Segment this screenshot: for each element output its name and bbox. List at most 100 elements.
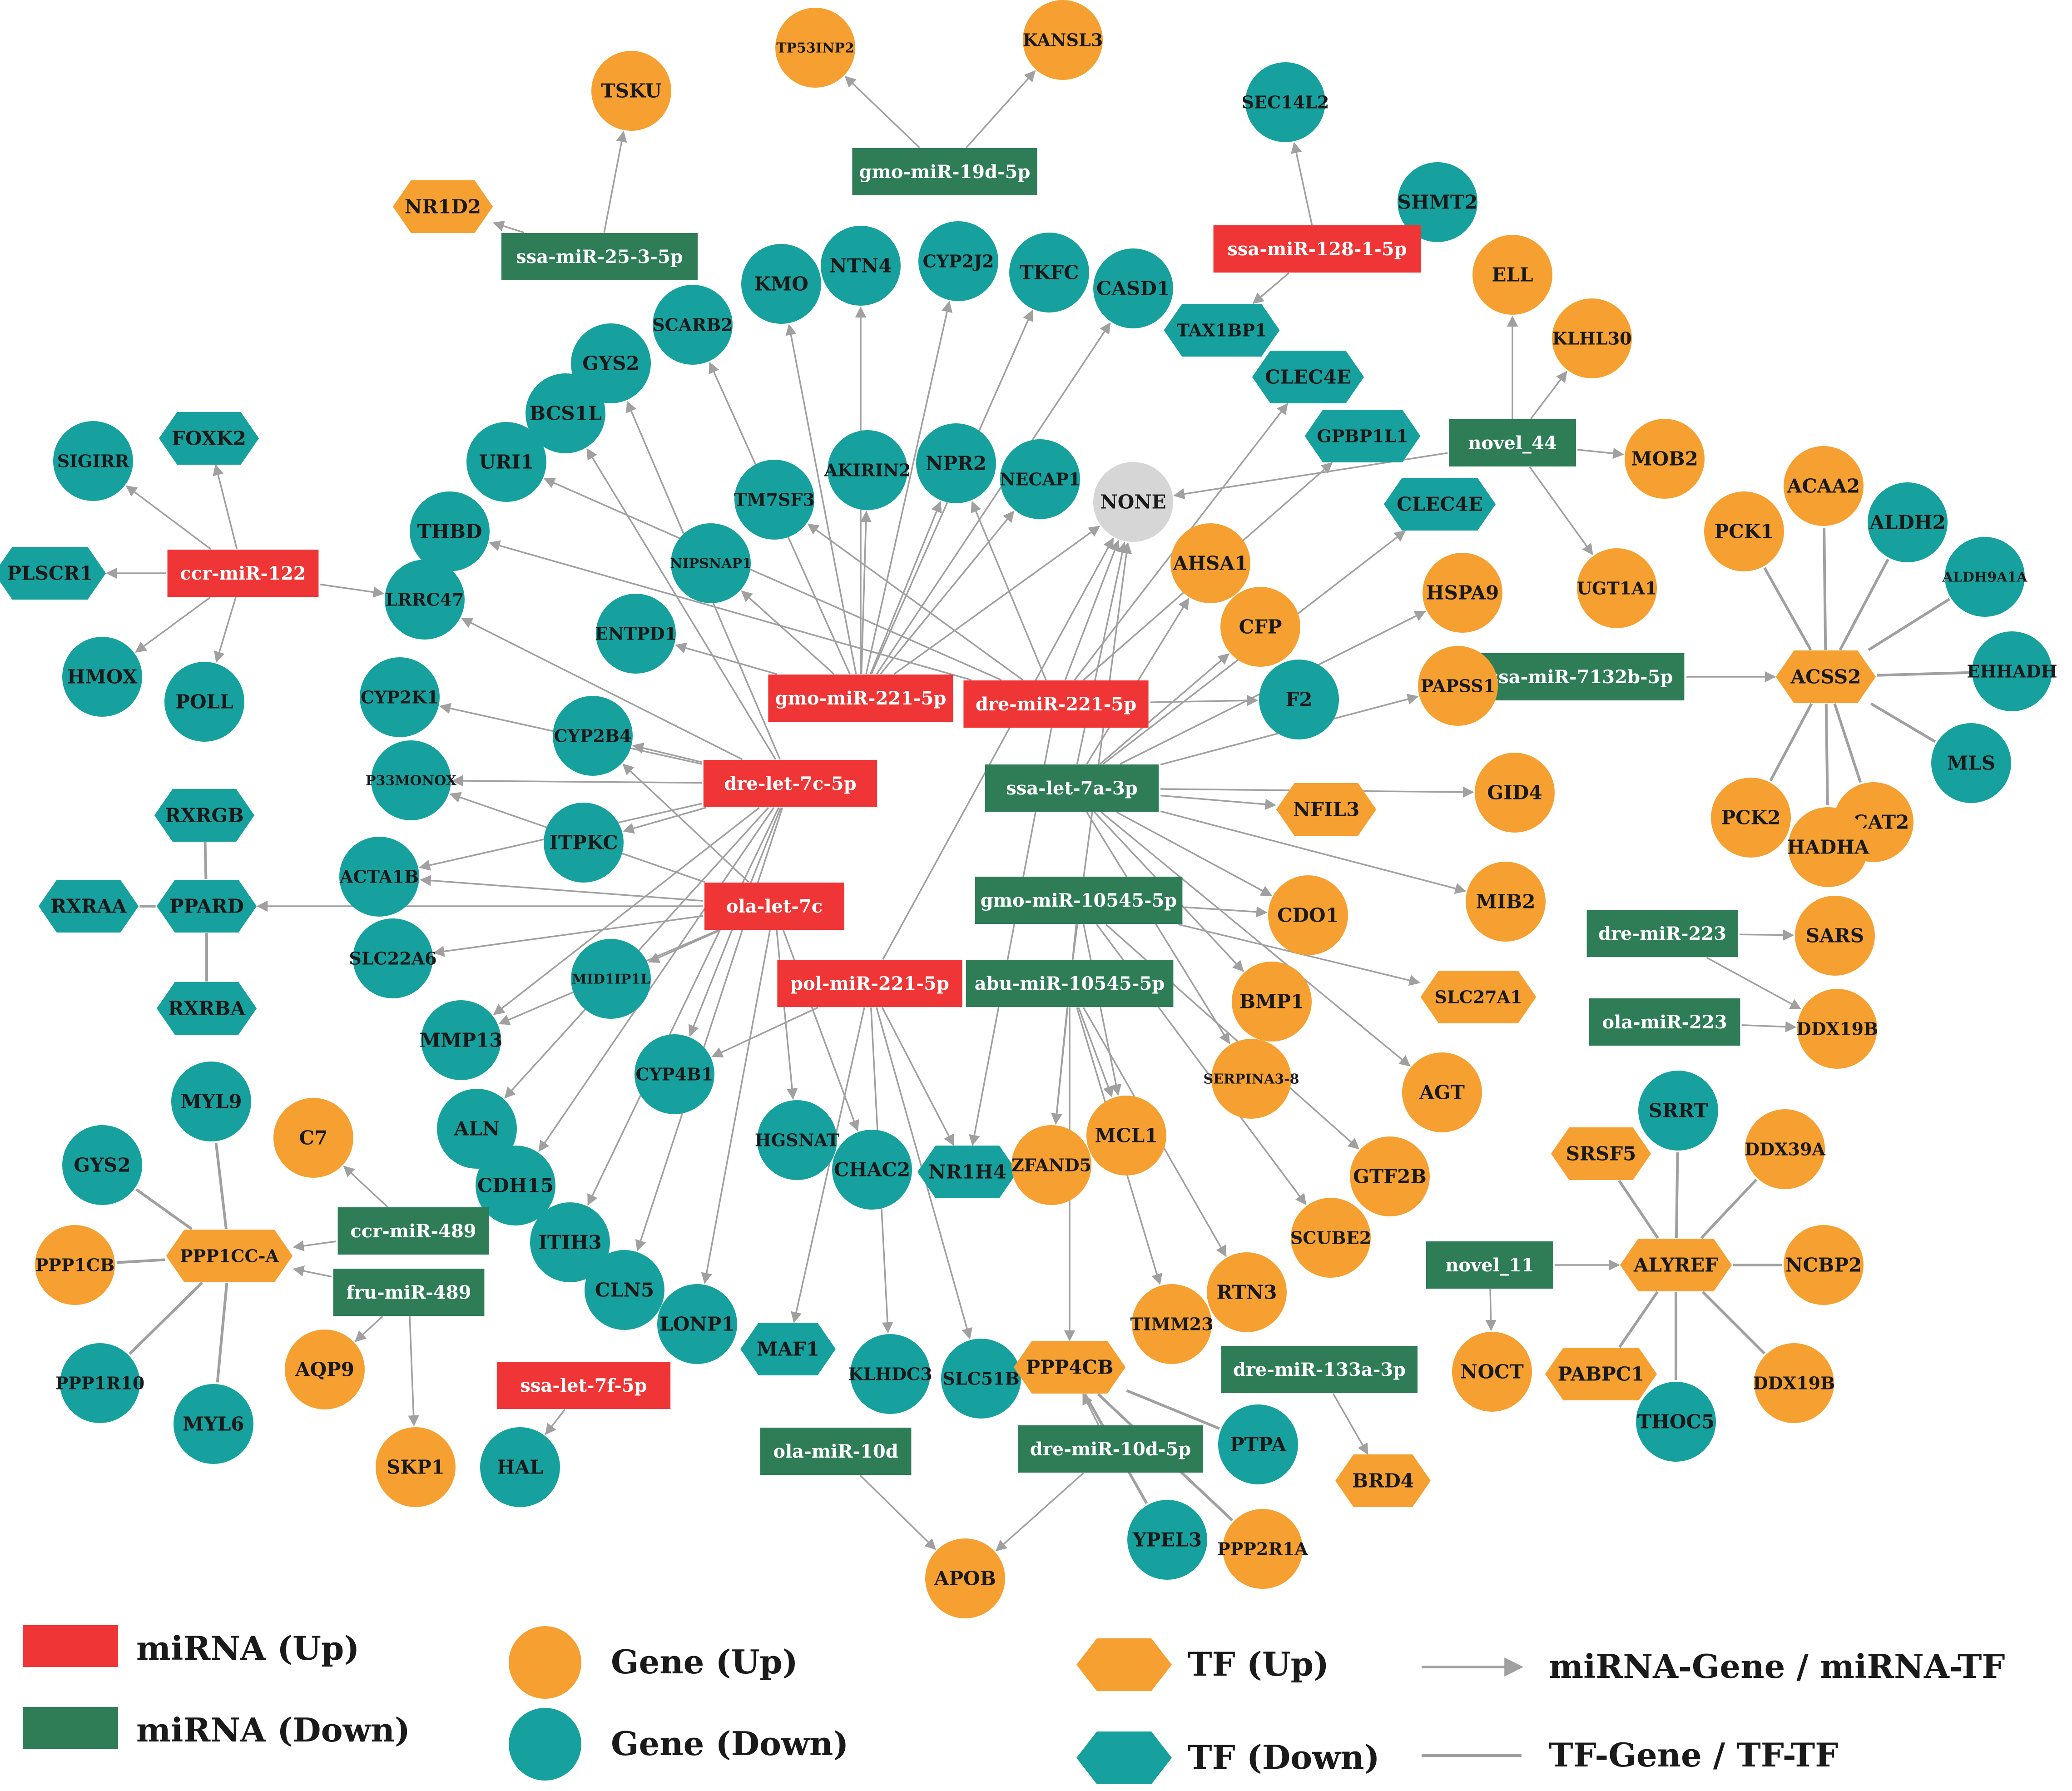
node-ola-mir-223[interactable]: ola-miR-223 <box>1589 998 1740 1046</box>
node-itpkc[interactable]: ITPKC <box>544 803 624 883</box>
node-poll[interactable]: POLL <box>164 662 244 742</box>
node-ntn4[interactable]: NTN4 <box>821 226 901 306</box>
node-klhl30[interactable]: KLHL30 <box>1552 298 1632 378</box>
node-cdo1[interactable]: CDO1 <box>1268 875 1348 955</box>
node-acaa2[interactable]: ACAA2 <box>1784 446 1864 526</box>
node-ugt1a1[interactable]: UGT1A1 <box>1577 548 1657 628</box>
node-f2[interactable]: F2 <box>1259 660 1339 739</box>
node-npr2[interactable]: NPR2 <box>916 423 996 503</box>
node-srrt[interactable]: SRRT <box>1638 1071 1718 1151</box>
node-myl6[interactable]: MYL6 <box>173 1384 253 1464</box>
node-cyp4b1[interactable]: CYP4B1 <box>634 1034 714 1114</box>
node-plscr1[interactable]: PLSCR1 <box>0 547 106 600</box>
node-pck2[interactable]: PCK2 <box>1711 778 1791 858</box>
node-slc51b[interactable]: SLC51B <box>941 1339 1021 1419</box>
node-mob2[interactable]: MOB2 <box>1625 419 1705 499</box>
node-fru-mir-489[interactable]: fru-miR-489 <box>333 1269 485 1316</box>
node-mcl1[interactable]: MCL1 <box>1086 1096 1166 1176</box>
node-entpd1[interactable]: ENTPD1 <box>595 594 677 674</box>
node-serpina3-8[interactable]: SERPINA3-8 <box>1204 1039 1299 1119</box>
node-slc27a1[interactable]: SLC27A1 <box>1420 971 1537 1023</box>
node-cyp2j2[interactable]: CYP2J2 <box>918 221 998 301</box>
node-dre-let-7c-5p[interactable]: dre-let-7c-5p <box>703 760 877 807</box>
node-hgsnat[interactable]: HGSNAT <box>755 1100 839 1180</box>
node-noct[interactable]: NOCT <box>1452 1332 1532 1412</box>
node-none[interactable]: NONE <box>1093 462 1173 542</box>
node-dre-mir-221-5p[interactable]: dre-miR-221-5p <box>963 680 1149 728</box>
node-brd4[interactable]: BRD4 <box>1335 1454 1431 1507</box>
node-thoc5[interactable]: THOC5 <box>1636 1382 1716 1462</box>
node-aldh2[interactable]: ALDH2 <box>1868 482 1948 562</box>
node-ddx19b-b[interactable]: DDX19B <box>1753 1343 1835 1423</box>
node-aldh9a1a[interactable]: ALDH9A1A <box>1942 537 2027 617</box>
node-klhdc3[interactable]: KLHDC3 <box>848 1334 932 1414</box>
node-ddx19b-a[interactable]: DDX19B <box>1796 989 1878 1069</box>
node-shmt2[interactable]: SHMT2 <box>1398 162 1478 242</box>
node-tp53inp2[interactable]: TP53INP2 <box>775 8 855 88</box>
node-dre-mir-133a-3p[interactable]: dre-miR-133a-3p <box>1221 1346 1418 1393</box>
node-gpbp1l1[interactable]: GPBP1L1 <box>1304 410 1421 462</box>
node-ddx39a[interactable]: DDX39A <box>1745 1109 1825 1189</box>
node-ssa-let-7f-5p[interactable]: ssa-let-7f-5p <box>496 1362 671 1409</box>
node-kansl3[interactable]: KANSL3 <box>1023 0 1103 80</box>
node-ppp1cb[interactable]: PPP1CB <box>35 1225 115 1305</box>
node-ola-mir-10d[interactable]: ola-miR-10d <box>760 1428 912 1475</box>
node-lonp1[interactable]: LONP1 <box>657 1284 737 1364</box>
node-thbd[interactable]: THBD <box>410 491 490 571</box>
node-clec4e-a[interactable]: CLEC4E <box>1252 351 1364 403</box>
node-ncbp2[interactable]: NCBP2 <box>1784 1225 1864 1305</box>
node-papss1[interactable]: PAPSS1 <box>1418 646 1498 726</box>
node-agt[interactable]: AGT <box>1402 1052 1482 1132</box>
node-nfil3[interactable]: NFIL3 <box>1276 783 1377 836</box>
node-gtf2b[interactable]: GTF2B <box>1350 1136 1430 1216</box>
node-mib2[interactable]: MIB2 <box>1466 862 1546 942</box>
node-hadha[interactable]: HADHA <box>1787 807 1870 887</box>
node-rxraa[interactable]: RXRAA <box>38 880 139 933</box>
node-myl9[interactable]: MYL9 <box>171 1062 251 1141</box>
node-foxk2[interactable]: FOXK2 <box>159 412 259 465</box>
node-ppp1cc-a[interactable]: PPP1CC-A <box>166 1230 293 1282</box>
node-clec4e-b[interactable]: CLEC4E <box>1383 478 1496 531</box>
node-tm7sf3[interactable]: TM7SF3 <box>734 460 815 540</box>
node-rtn3[interactable]: RTN3 <box>1207 1252 1287 1332</box>
node-ppp1r10[interactable]: PPP1R10 <box>55 1343 145 1423</box>
node-ppp2r1a[interactable]: PPP2R1A <box>1217 1509 1308 1589</box>
node-sec14l2[interactable]: SEC14L2 <box>1242 62 1329 142</box>
node-srsf5[interactable]: SRSF5 <box>1551 1127 1651 1180</box>
node-casd1[interactable]: CASD1 <box>1093 248 1173 328</box>
node-ppard[interactable]: PPARD <box>156 880 257 933</box>
node-scarb2[interactable]: SCARB2 <box>652 285 733 365</box>
node-slc22a6[interactable]: SLC22A6 <box>349 918 437 998</box>
node-dre-mir-223[interactable]: dre-miR-223 <box>1586 910 1738 957</box>
node-uri1[interactable]: URI1 <box>466 422 546 502</box>
node-gys2-b[interactable]: GYS2 <box>62 1125 142 1205</box>
node-ptpa[interactable]: PTPA <box>1218 1404 1298 1484</box>
node-pol-mir-221-5p[interactable]: pol-miR-221-5p <box>777 960 962 1007</box>
node-rxrba[interactable]: RXRBA <box>156 982 257 1035</box>
node-gmo-mir-221-5p[interactable]: gmo-miR-221-5p <box>768 675 953 722</box>
node-acta1b[interactable]: ACTA1B <box>339 837 419 917</box>
node-acss2[interactable]: ACSS2 <box>1775 650 1876 703</box>
node-mmp13[interactable]: MMP13 <box>419 1000 503 1080</box>
node-bcs1l[interactable]: BCS1L <box>525 373 605 453</box>
node-skp1[interactable]: SKP1 <box>376 1427 456 1507</box>
node-ccr-mir-122[interactable]: ccr-miR-122 <box>167 550 319 597</box>
node-zfand5[interactable]: ZFAND5 <box>1011 1125 1091 1205</box>
node-ypel3[interactable]: YPEL3 <box>1127 1500 1207 1580</box>
node-kmo[interactable]: KMO <box>741 244 821 324</box>
node-cfp[interactable]: CFP <box>1220 587 1300 667</box>
node-lrrc47[interactable]: LRRC47 <box>385 560 465 640</box>
node-hal[interactable]: HAL <box>480 1427 560 1507</box>
node-rxrgb[interactable]: RXRGB <box>154 789 255 842</box>
node-pck1[interactable]: PCK1 <box>1704 491 1784 571</box>
node-necap1[interactable]: NECAP1 <box>1000 439 1081 519</box>
node-ola-let-7c[interactable]: ola-let-7c <box>704 883 844 930</box>
node-aqp9[interactable]: AQP9 <box>285 1330 365 1409</box>
node-chac2[interactable]: CHAC2 <box>832 1130 912 1210</box>
node-cln5[interactable]: CLN5 <box>585 1250 664 1330</box>
node-novel-11[interactable]: novel_11 <box>1426 1241 1553 1289</box>
node-cyp2k1[interactable]: CYP2K1 <box>360 657 440 737</box>
node-sigirr[interactable]: SIGIRR <box>53 421 133 501</box>
node-ehhadh[interactable]: EHHADH <box>1967 631 2057 711</box>
node-p33monox[interactable]: P33MONOX <box>366 740 457 820</box>
